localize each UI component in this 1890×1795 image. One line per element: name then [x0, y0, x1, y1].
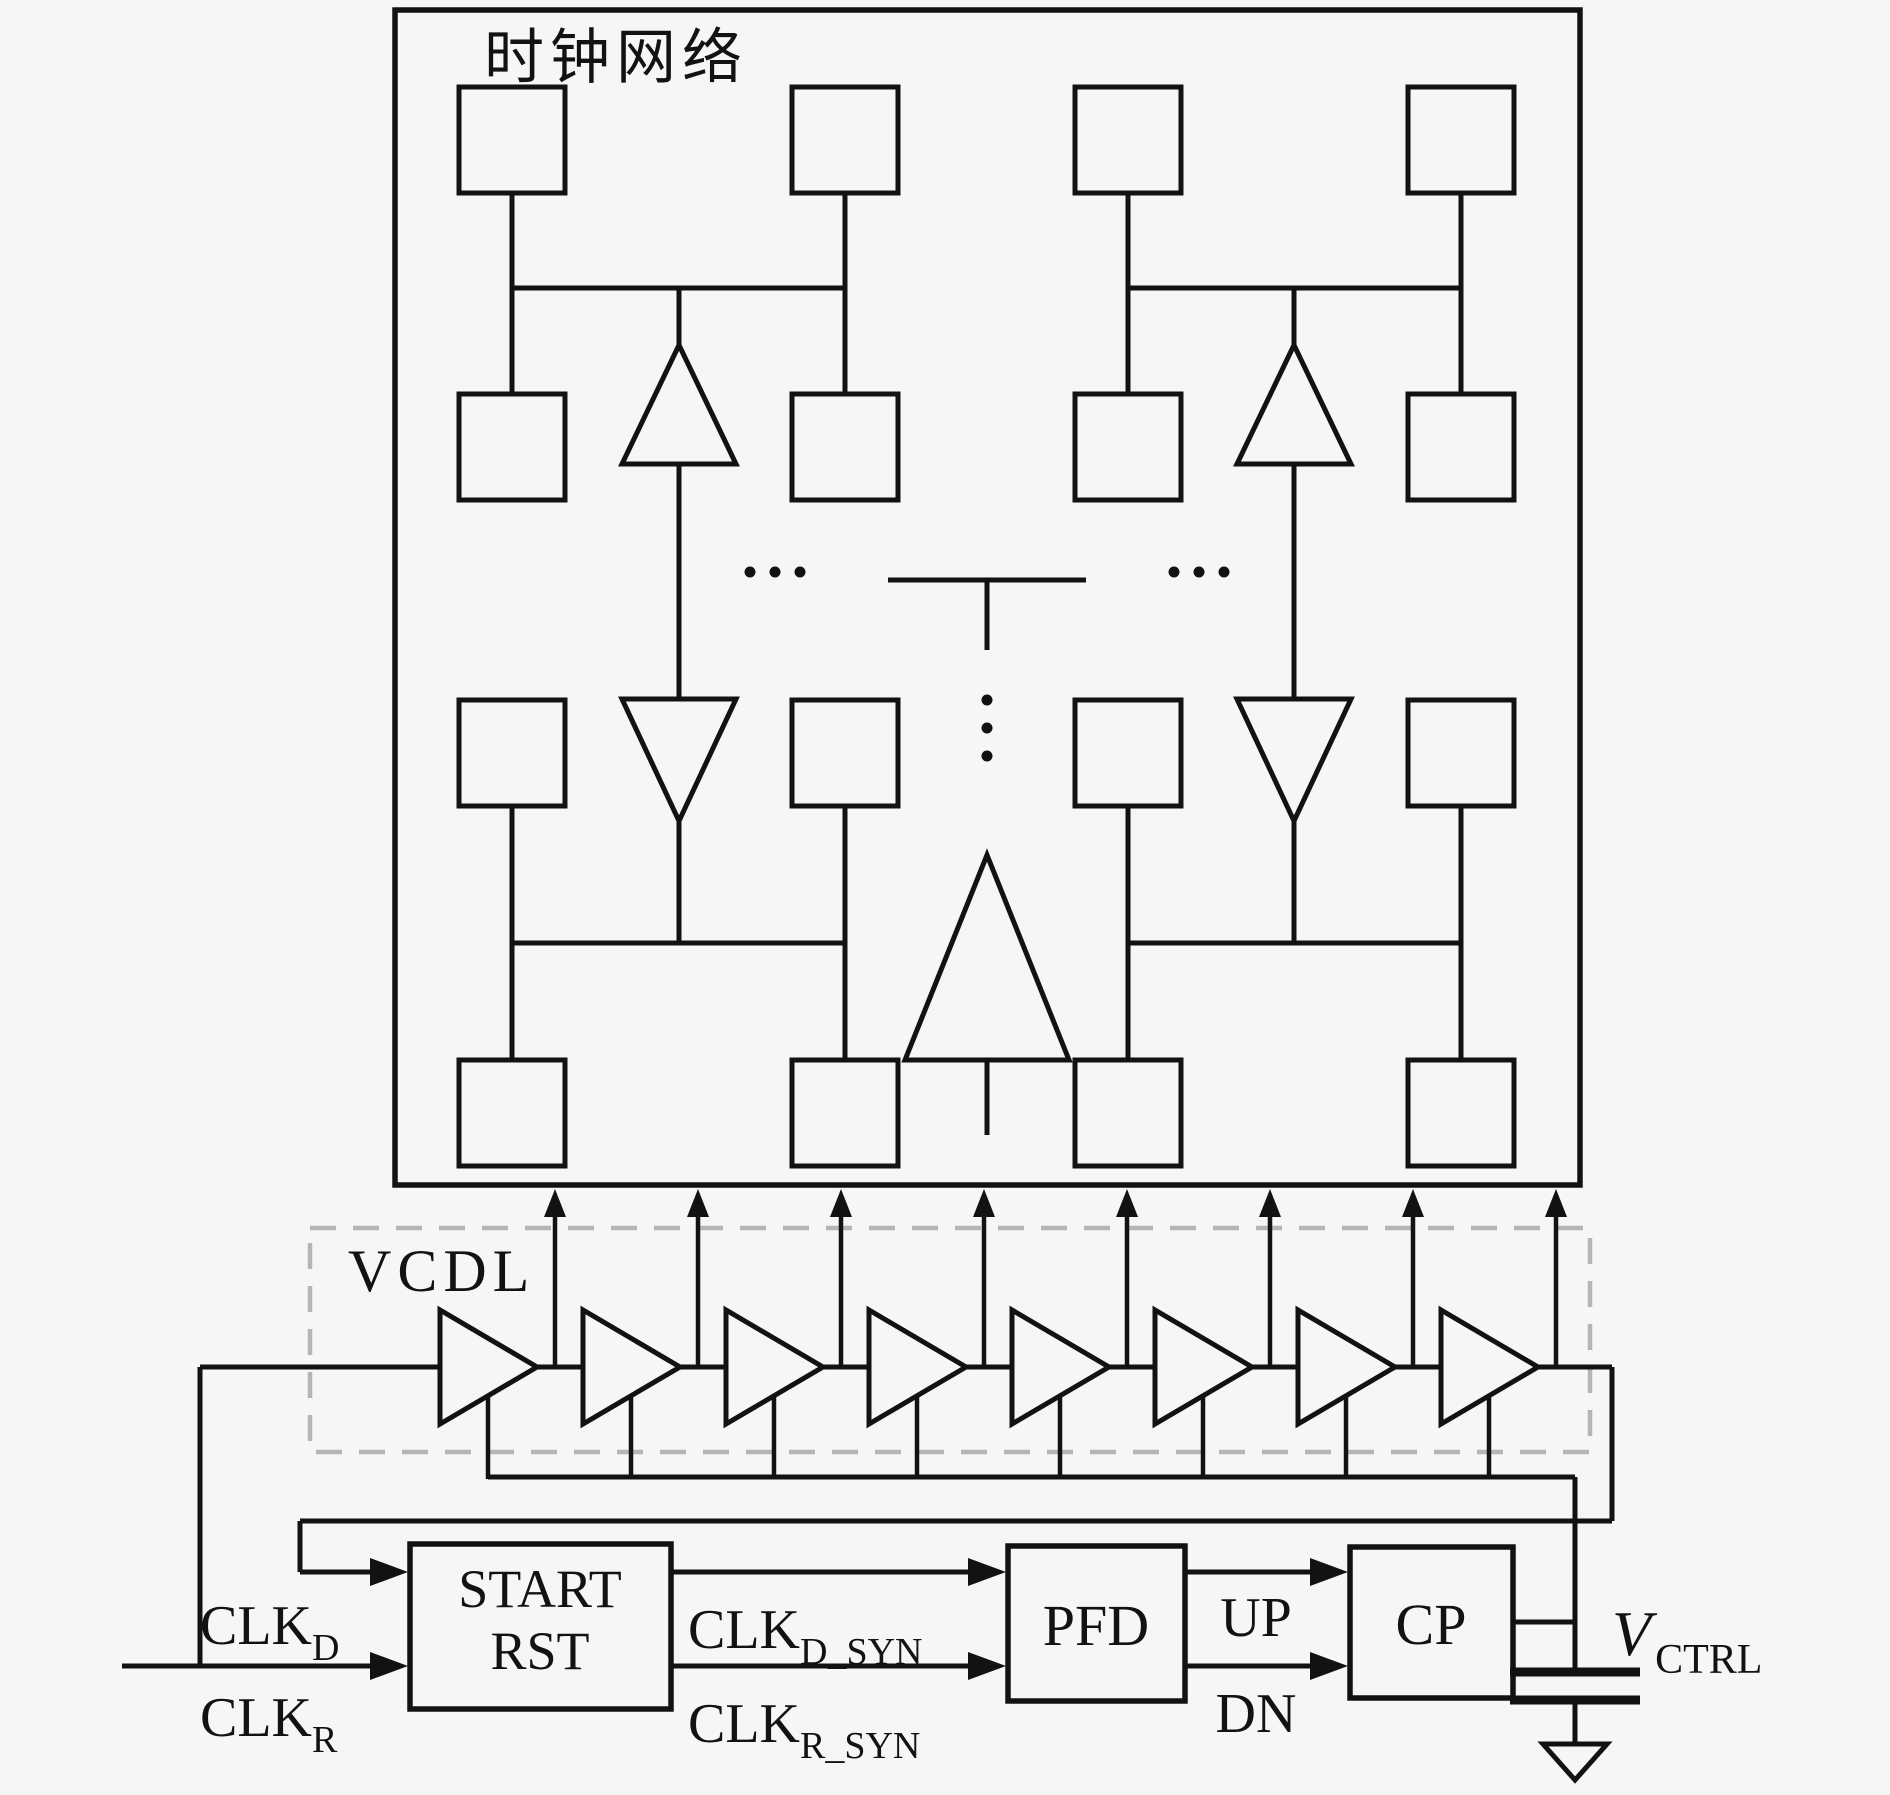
clk-r-label: CLKR	[200, 1687, 338, 1761]
center-elided-subtree	[744, 566, 1230, 1135]
feedback-routing	[297, 1367, 1615, 1586]
clock-sink-square	[1405, 697, 1517, 809]
clock-sink-square	[456, 391, 568, 503]
vcdl-buffer	[1438, 1305, 1543, 1429]
up-arrowhead-icon	[830, 1189, 852, 1217]
vctrl-sub: CTRL	[1655, 1637, 1762, 1683]
clock-sink-square	[789, 1057, 901, 1169]
up-arrowhead-icon	[1545, 1189, 1567, 1217]
clock-sink-square	[789, 697, 901, 809]
start-rst-label-line1: START	[458, 1559, 621, 1619]
up-arrowhead-icon	[687, 1189, 709, 1217]
control-loop: START RST PFD CP	[407, 1541, 1575, 1712]
vcdl-label: VCDL	[348, 1238, 535, 1304]
clock-network-title: 时钟网络	[484, 25, 748, 91]
clock-sink-square	[1072, 697, 1184, 809]
horizontal-ellipsis-dot	[794, 566, 806, 578]
vcdl-buffer	[1009, 1305, 1114, 1429]
clock-sink-square	[1405, 84, 1517, 196]
vcdl-buffer	[866, 1305, 971, 1429]
vctrl-label: VCTRL	[1612, 1598, 1762, 1683]
vcdl-region: VCDL	[200, 1189, 1612, 1672]
vcdl-buffer	[1295, 1305, 1400, 1429]
clk-d-sub: D	[312, 1627, 339, 1669]
vcdl-dashed-border	[307, 1225, 1593, 1455]
clk-r-sub: R	[312, 1719, 338, 1761]
dn-label: DN	[1216, 1683, 1297, 1745]
right-arrowhead-icon	[370, 1652, 408, 1680]
h-tree-left-buffer-chain	[618, 288, 740, 943]
clk-d-syn-base: CLK	[688, 1599, 800, 1661]
clk-r-base: CLK	[200, 1687, 312, 1749]
clk-d-base: CLK	[200, 1595, 312, 1657]
up-arrowhead-icon	[1402, 1189, 1424, 1217]
vcdl-buffer	[1152, 1305, 1257, 1429]
clock-sink-square	[1072, 1057, 1184, 1169]
clock-network-panel: 时钟网络	[392, 7, 1583, 1188]
clk-r-syn-base: CLK	[688, 1693, 800, 1755]
clock-sink-square	[456, 697, 568, 809]
clock-sink-square	[1072, 84, 1184, 196]
clock-sink-square	[789, 391, 901, 503]
up-arrowhead-icon	[1259, 1189, 1281, 1217]
vertical-ellipsis-dot	[981, 750, 993, 762]
up-arrowhead-icon	[544, 1189, 566, 1217]
h-tree-column-stems	[509, 193, 1464, 1060]
horizontal-ellipsis-dot	[769, 566, 781, 578]
right-arrowhead-icon	[370, 1558, 408, 1586]
vcdl-buffers	[437, 1305, 1543, 1429]
up-arrowhead-icon	[1116, 1189, 1138, 1217]
buffer-down-triangle	[1233, 696, 1355, 827]
vcdl-buffer	[580, 1305, 685, 1429]
start-rst-label-line2: RST	[490, 1621, 589, 1681]
clk-d-syn-sub: D_SYN	[800, 1631, 922, 1673]
buffer-up-triangle	[1233, 339, 1355, 467]
pfd-box	[1005, 1543, 1188, 1704]
horizontal-ellipsis-dot	[1218, 566, 1230, 578]
clock-network-border	[392, 7, 1583, 1188]
up-arrowhead-icon	[973, 1189, 995, 1217]
up-label: UP	[1220, 1587, 1292, 1649]
ground-icon	[1537, 1741, 1613, 1784]
horizontal-ellipsis-dot	[1168, 566, 1180, 578]
clock-sink-square	[1405, 1057, 1517, 1169]
buffer-up-triangle	[618, 339, 740, 467]
start-rst-box	[407, 1541, 674, 1712]
horizontal-ellipsis-dot	[744, 566, 756, 578]
clock-sink-square	[456, 1057, 568, 1169]
right-arrowhead-icon	[1310, 1652, 1348, 1680]
right-arrowhead-icon	[968, 1652, 1006, 1680]
h-tree-right-buffer-chain	[1233, 288, 1355, 943]
signal-labels: CLKD CLKR CLKD_SYN CLKR_SYN UP DN VCTRL	[200, 1587, 1762, 1767]
right-arrowhead-icon	[1310, 1558, 1348, 1586]
clk-d-label: CLKD	[200, 1595, 339, 1669]
vctrl-distribution	[485, 1397, 1578, 1672]
vcdl-buffer	[723, 1305, 828, 1429]
clock-sink-square	[1072, 391, 1184, 503]
vctrl-base: V	[1612, 1598, 1658, 1669]
reference-input-routing	[122, 1367, 408, 1680]
pfd-label: PFD	[1043, 1593, 1149, 1658]
buffer-down-triangle	[618, 696, 740, 827]
horizontal-ellipsis-dot	[1193, 566, 1205, 578]
clk-r-syn-label: CLKR_SYN	[688, 1693, 920, 1767]
vertical-ellipsis-dot	[981, 694, 993, 706]
loop-filter	[1510, 1667, 1640, 1784]
center-buffer-triangle	[901, 848, 1073, 1063]
clock-sink-square	[456, 84, 568, 196]
clk-d-syn-label: CLKD_SYN	[688, 1599, 922, 1673]
right-arrowhead-icon	[968, 1558, 1006, 1586]
clock-feed-arrows	[544, 1189, 1567, 1367]
vcdl-buffer	[437, 1305, 542, 1429]
cp-label: CP	[1396, 1592, 1467, 1657]
clk-r-syn-sub: R_SYN	[800, 1725, 920, 1767]
vertical-ellipsis-dot	[981, 722, 993, 734]
clock-sink-square	[1405, 391, 1517, 503]
clock-sink-square	[789, 84, 901, 196]
